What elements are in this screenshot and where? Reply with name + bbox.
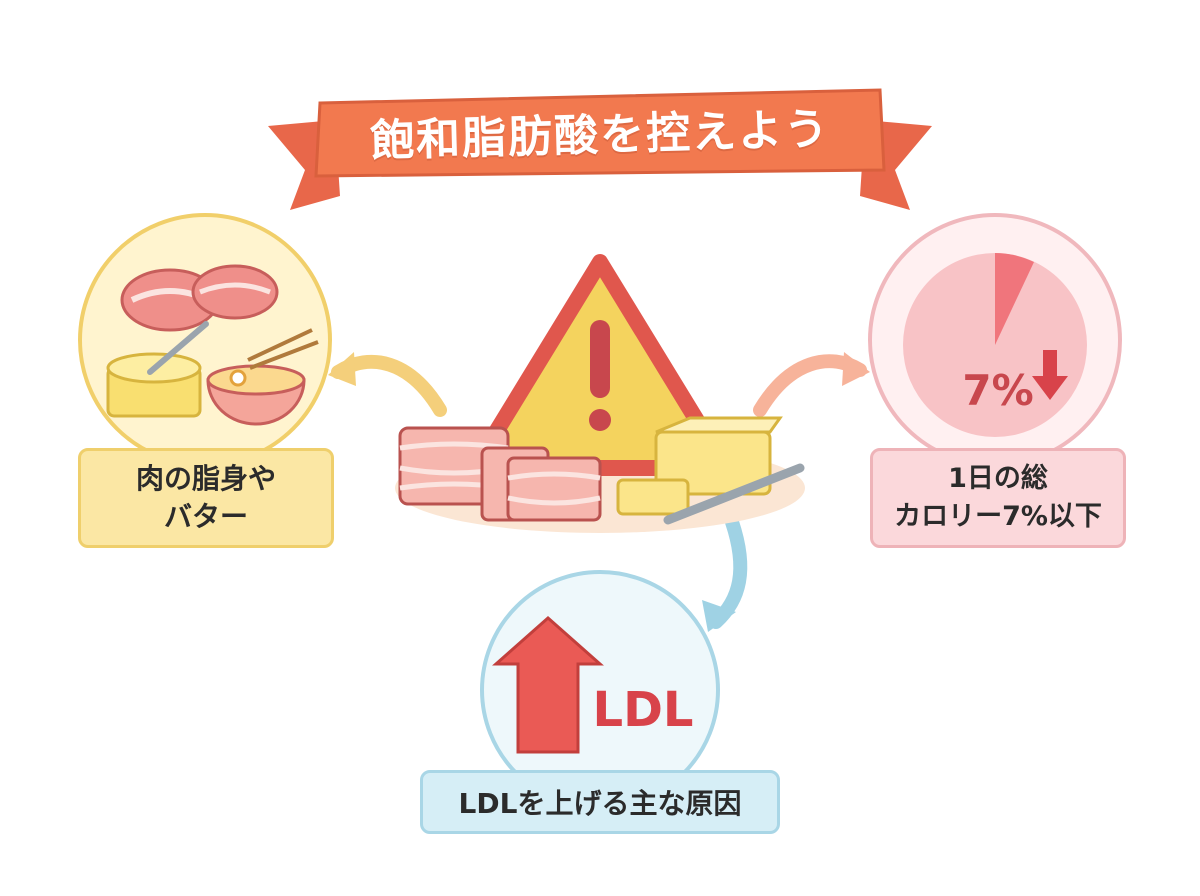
connector-arrows [328,352,870,632]
up-arrow-icon [492,615,604,754]
pork-belly-icon [398,426,602,522]
page-title: 飽和脂肪酸を控えよう [369,103,831,168]
foods-circle [78,213,332,467]
foods-label: 肉の脂身や バター [78,448,334,548]
ldl-circle [480,570,720,810]
ramen-icon [206,328,319,426]
title-ribbon [268,88,932,210]
butter-icon [106,321,209,418]
limit-label: 1日の総 カロリー7%以下 [870,448,1126,548]
ldl-badge: LDL [592,682,694,738]
foods-label-text: 肉の脂身や バター [135,462,276,533]
pie-chart-icon [868,213,1122,467]
limit-label-text: 1日の総 カロリー7%以下 [894,463,1102,532]
butter-block-icon [616,416,805,525]
center-cluster [395,254,805,533]
pie-percentage: 7% [962,365,1034,415]
ldl-label: LDLを上げる主な原因 [420,770,780,834]
meat-icon [120,264,279,332]
ldl-label-text: LDLを上げる主な原因 [458,787,742,820]
down-arrow-icon [1032,350,1068,400]
